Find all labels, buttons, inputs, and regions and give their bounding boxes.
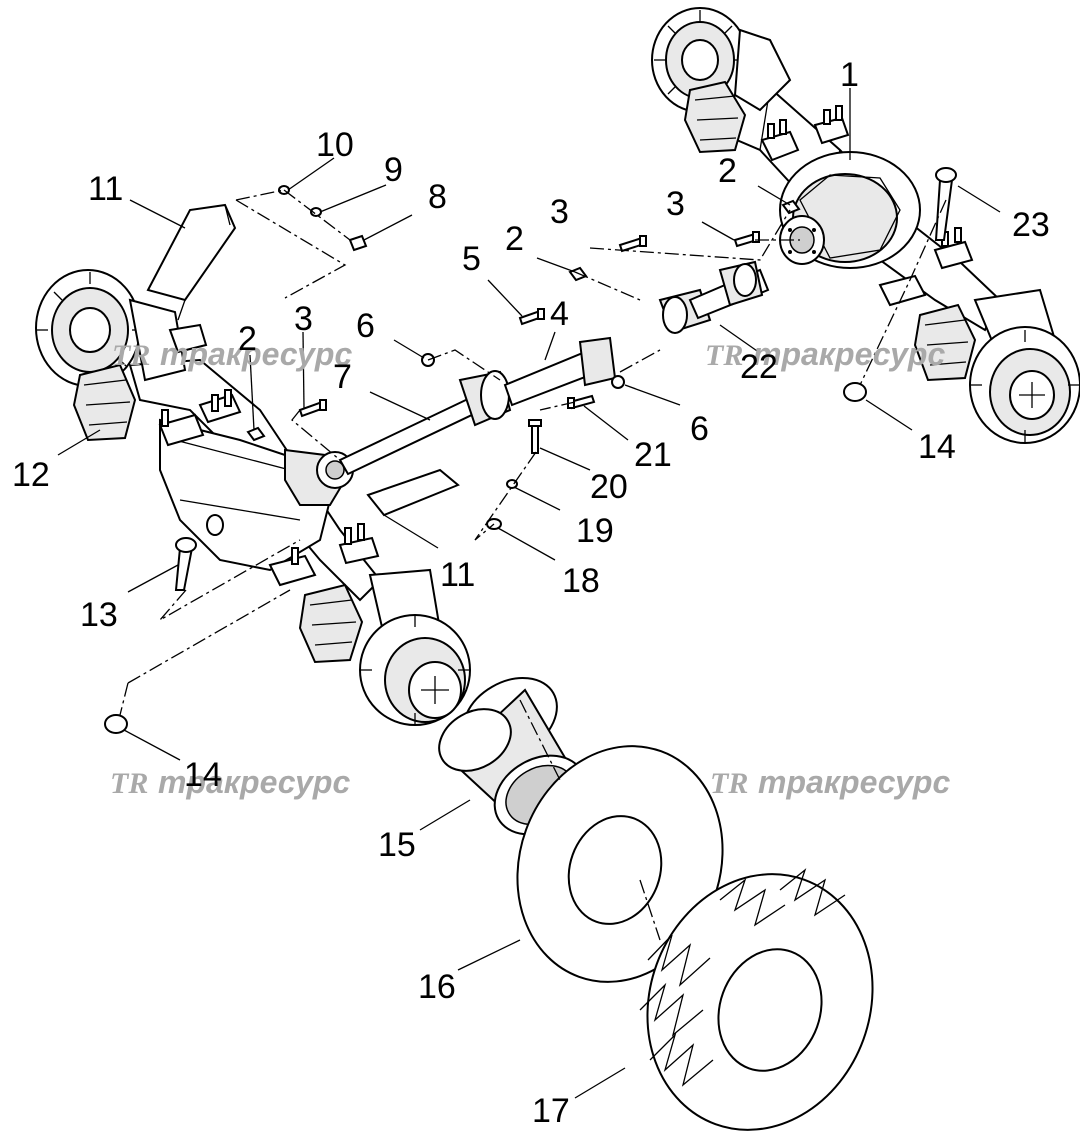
callout-11: 11 [88,170,123,208]
callout-23: 23 [1012,206,1050,244]
callout-9: 9 [384,151,403,189]
callout-17: 17 [532,1092,570,1130]
rear-driveshaft [658,260,770,334]
callout-12: 12 [12,456,50,494]
callout-labels: 1 2 3 23 3 2 22 14 10 9 8 11 5 4 3 6 7 2… [12,56,1050,1130]
watermark-1: TR тракресурс [112,336,352,372]
callout-1: 1 [840,56,859,94]
callout-11: 11 [440,556,475,594]
fasteners [104,167,957,734]
callout-20: 20 [590,468,628,506]
watermark-text: тракресурс [160,336,352,372]
watermark-text: тракресурс [758,764,950,800]
watermark-3: TR тракресурс [110,764,350,800]
callout-14: 14 [184,756,222,794]
callout-16: 16 [418,968,456,1006]
callout-10: 10 [316,126,354,164]
callout-14: 14 [918,428,956,466]
assembly-lines [119,189,947,941]
watermark-logo: TR [110,767,148,800]
rear-axle-assembly [651,7,1080,444]
guard-plates [146,203,460,517]
callout-3: 3 [666,185,685,223]
callout-6: 6 [690,410,709,448]
callout-2: 2 [238,320,257,358]
callout-15: 15 [378,826,416,864]
watermark-logo: TR [112,339,150,372]
callout-7: 7 [333,358,352,396]
callout-6: 6 [356,307,375,345]
leader-lines [57,88,1001,1099]
watermark-text: тракресурс [158,764,350,800]
tire-17 [639,868,874,1131]
callout-21: 21 [634,436,672,474]
inner-tube-16 [516,745,724,983]
watermark-logo: TR [710,767,748,800]
callout-3: 3 [550,193,569,231]
callout-13: 13 [80,596,118,634]
callout-2: 2 [718,152,737,190]
callout-5: 5 [462,240,481,278]
callout-8: 8 [428,178,447,216]
watermark-2: TR тракресурс [705,336,945,372]
callout-3: 3 [294,300,313,338]
watermark-logo: TR [705,339,743,372]
callout-19: 19 [576,512,614,550]
front-axle-assembly [35,269,471,726]
callout-18: 18 [562,562,600,600]
watermark-4: TR тракресурс [710,764,950,800]
callout-22: 22 [740,348,778,386]
callout-2: 2 [505,220,524,258]
callout-4: 4 [550,295,569,333]
front-driveshaft [338,336,617,476]
watermark-text: тракресурс [753,336,945,372]
